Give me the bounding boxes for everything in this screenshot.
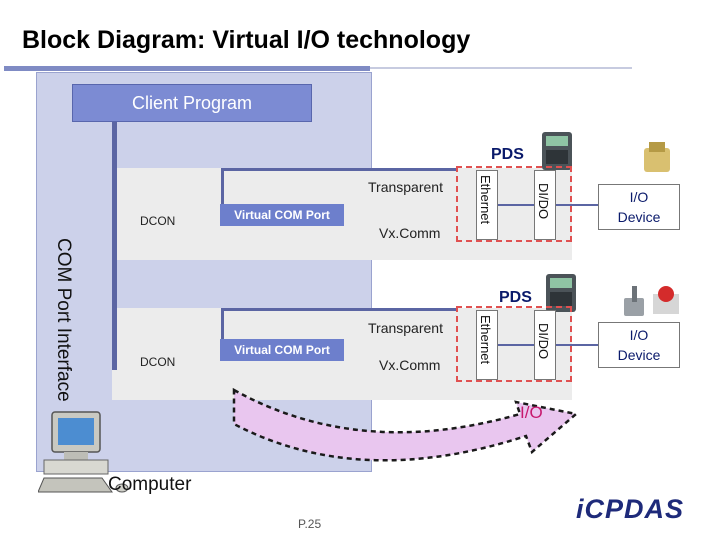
ethernet-label-2: Ethernet xyxy=(478,315,493,365)
alarm-button-icon xyxy=(653,286,679,314)
title-underline xyxy=(4,66,370,71)
io-link-line-1 xyxy=(556,204,598,206)
io-flow-arrow xyxy=(232,387,579,462)
host-panel xyxy=(36,72,372,472)
pds-internal-line-1 xyxy=(498,204,534,206)
transparent-label-2: Transparent xyxy=(368,320,443,336)
com-port-interface-label: COM Port Interface xyxy=(53,238,74,402)
computer-label: Computer xyxy=(108,474,192,495)
lane2-connector-line xyxy=(221,308,224,354)
lane1-top-line xyxy=(221,168,457,171)
ethernet-box-2: Ethernet xyxy=(476,310,498,380)
icpdas-logo: iCPDAS xyxy=(576,494,685,524)
lane1-connector-line xyxy=(221,168,224,214)
dcon-label-2: DCON xyxy=(140,355,176,369)
io-device-subtitle-1: Device xyxy=(617,209,661,225)
relay-icon-1 xyxy=(644,142,670,172)
transparent-label-1: Transparent xyxy=(368,179,443,195)
dcon-label-1: DCON xyxy=(140,214,176,228)
page-title: Block Diagram: Virtual I/O technology xyxy=(22,26,471,54)
io-device-subtitle-2: Device xyxy=(617,347,661,363)
ethernet-box-1: Ethernet xyxy=(476,170,498,240)
dido-box-2: DI/DO xyxy=(534,310,556,380)
io-device-title-1: I/O xyxy=(629,189,649,205)
ethernet-label-1: Ethernet xyxy=(478,175,493,225)
io-device-box-2: I/O Device xyxy=(598,322,680,368)
vxcomm-label-1: Vx.Comm xyxy=(379,225,441,241)
client-connector-line xyxy=(112,122,117,370)
io-link-line-2 xyxy=(556,344,598,346)
pds-internal-line-2 xyxy=(498,344,534,346)
virtual-com-port-1: Virtual COM Port xyxy=(220,204,344,226)
dido-label-2: DI/DO xyxy=(536,323,551,360)
client-program-box: Client Program xyxy=(72,84,312,122)
io-flow-label: I/O xyxy=(520,403,543,422)
pds-label-2: PDS xyxy=(499,289,532,306)
lane2-top-line xyxy=(221,308,457,311)
io-device-box-1: I/O Device xyxy=(598,184,680,230)
vxcomm-label-2: Vx.Comm xyxy=(379,357,441,373)
virtual-com-port-2: Virtual COM Port xyxy=(220,339,344,361)
pds-device-icon-2 xyxy=(546,274,576,312)
computer-icon xyxy=(38,411,129,493)
toggle-switch-icon xyxy=(624,286,644,316)
pds-device-icon-1 xyxy=(542,132,572,170)
dido-box-1: DI/DO xyxy=(534,170,556,240)
pds-label-1: PDS xyxy=(491,146,524,163)
io-device-title-2: I/O xyxy=(629,327,649,343)
page-number: P.25 xyxy=(298,517,322,531)
title-underline-thin xyxy=(370,67,632,69)
dido-label-1: DI/DO xyxy=(536,183,551,220)
